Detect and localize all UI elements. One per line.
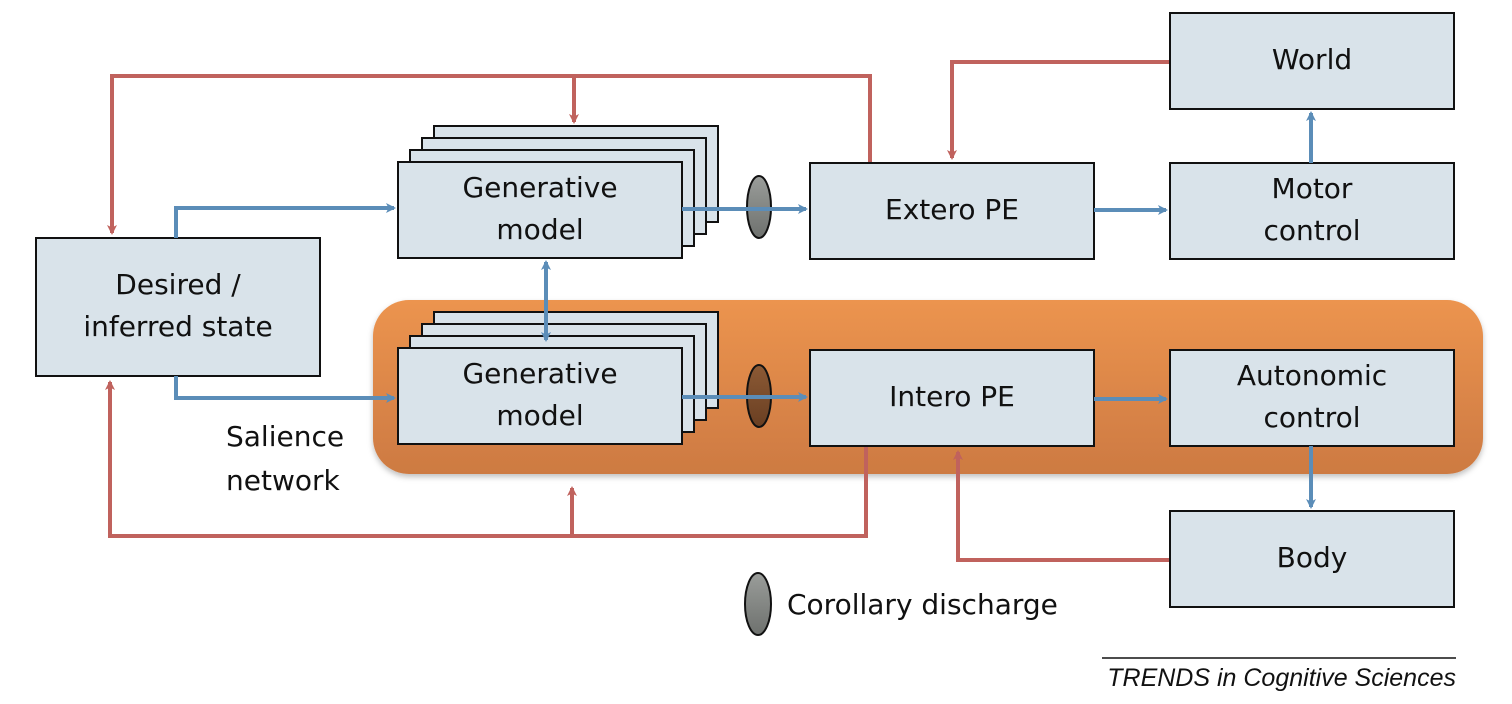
credit-text: TRENDS in Cognitive Sciences — [1107, 664, 1456, 692]
node-box — [1169, 349, 1455, 447]
node-autonomic-control: Autonomic control — [1169, 349, 1455, 447]
world-to-extero-pe-feedback — [947, 60, 1170, 160]
legend-corollary-discharge-icon — [744, 572, 772, 636]
node-box — [1169, 510, 1455, 608]
node-desired-state: Desired / inferred state — [35, 237, 321, 377]
node-label: Intero PE — [889, 380, 1015, 413]
node-label: model — [496, 213, 583, 246]
legend: Corollary discharge — [744, 572, 1058, 636]
salience-label-line: network — [226, 464, 340, 497]
node-label: Body — [1277, 541, 1348, 574]
node-label: Generative — [462, 357, 617, 390]
salience-label-line: Salience — [226, 420, 344, 453]
desired-state-to-top-generative-model — [174, 203, 396, 238]
node-generative-model-bottom: Generative model — [397, 311, 719, 445]
node-label: Extero PE — [885, 193, 1019, 226]
diagram-nodes: Desired /inferred stateGenerativemodelGe… — [35, 12, 1455, 608]
node-label: model — [496, 399, 583, 432]
node-box — [397, 161, 683, 259]
node-box — [35, 237, 321, 377]
node-box — [397, 347, 683, 445]
node-intero-pe: Intero PE — [809, 349, 1095, 447]
body-to-intero-pe-feedback — [953, 450, 1170, 562]
node-label: Motor — [1272, 172, 1353, 205]
node-box — [1169, 162, 1455, 260]
node-motor-control: Motor control — [1169, 162, 1455, 260]
node-label: Generative — [462, 171, 617, 204]
node-body: Body — [1169, 510, 1455, 608]
legend-corollary-discharge-label: Corollary discharge — [787, 588, 1058, 621]
intero-pe-to-desired-state-feedback — [105, 380, 868, 538]
desired-state-to-bottom-generative-model — [174, 376, 396, 403]
extero-pe-to-desired-state-feedback — [107, 74, 872, 235]
prediction-error-feedback-arrows — [105, 60, 1170, 562]
node-label: World — [1272, 43, 1352, 76]
node-label: inferred state — [83, 310, 272, 343]
node-box — [1169, 12, 1455, 110]
node-label: control — [1263, 401, 1360, 434]
node-label: control — [1263, 214, 1360, 247]
node-world: World — [1169, 12, 1455, 110]
node-label: Autonomic — [1237, 359, 1387, 392]
salience-network-label: Salience network — [226, 420, 344, 497]
node-extero-pe: Extero PE — [809, 162, 1095, 260]
node-label: Desired / — [115, 268, 241, 301]
prediction-feedforward-arrows — [174, 111, 1316, 509]
node-box — [809, 349, 1095, 447]
node-generative-model-top: Generative model — [397, 125, 719, 259]
